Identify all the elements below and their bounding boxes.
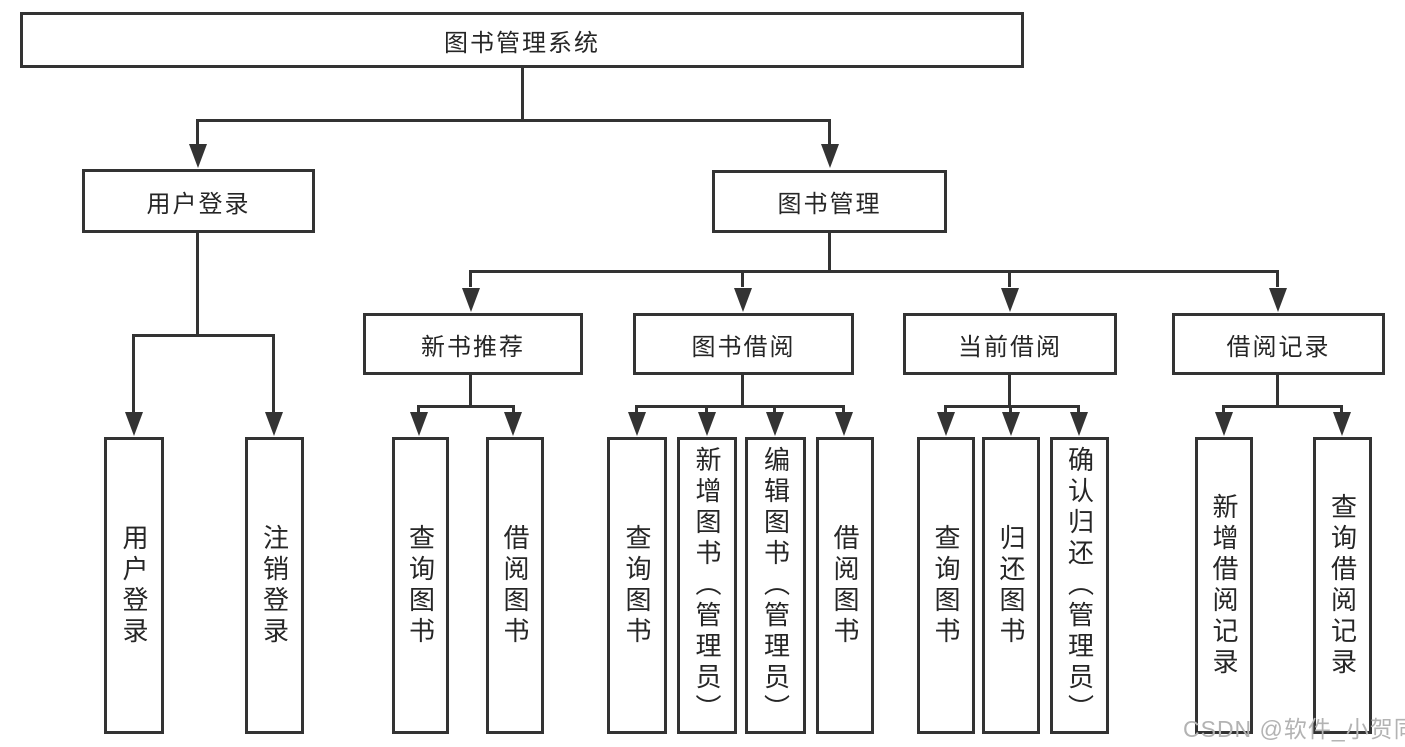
arrow-down-icon: [462, 288, 480, 312]
connector-line: [196, 119, 199, 147]
arrow-down-icon: [698, 412, 716, 436]
arrow-down-icon: [835, 412, 853, 436]
leaf-label: 确认归还（管理员）: [1064, 446, 1095, 725]
connector-line: [469, 270, 472, 287]
arrow-down-icon: [189, 144, 207, 168]
connector-line: [741, 270, 744, 287]
connector-line: [469, 270, 1279, 273]
node-borrow-records: 借阅记录: [1172, 313, 1385, 375]
connector-line: [417, 405, 420, 415]
leaf-label: 查询图书: [931, 523, 961, 648]
arrow-down-icon: [1269, 288, 1287, 312]
leaf-query-books-recommend: 查询图书: [392, 437, 449, 734]
connector-line: [944, 405, 1080, 408]
connector-line: [1077, 405, 1080, 415]
arrow-down-icon: [1333, 412, 1351, 436]
leaf-label: 查询借阅记录: [1327, 492, 1358, 679]
connector-line: [132, 334, 135, 414]
leaf-add-borrow-record: 新增借阅记录: [1195, 437, 1253, 734]
arrow-down-icon: [125, 412, 143, 436]
leaf-user-login: 用户登录: [104, 437, 164, 734]
connector-line: [521, 68, 524, 122]
arrow-down-icon: [265, 412, 283, 436]
leaf-label: 查询图书: [622, 523, 652, 648]
leaf-query-borrow-record: 查询借阅记录: [1313, 437, 1372, 734]
connector-line: [1276, 375, 1279, 408]
connector-line: [1340, 405, 1343, 415]
connector-line: [1276, 270, 1279, 287]
connector-line: [196, 119, 831, 122]
leaf-label: 查询图书: [405, 523, 436, 648]
arrow-down-icon: [410, 412, 428, 436]
connector-line: [1008, 375, 1011, 408]
node-book-borrow: 图书借阅: [633, 313, 854, 375]
leaf-query-books-current: 查询图书: [917, 437, 975, 734]
connector-line: [196, 233, 199, 337]
arrow-down-icon: [1070, 412, 1088, 436]
arrow-down-icon: [1002, 412, 1020, 436]
leaf-logout: 注销登录: [245, 437, 304, 734]
leaf-label: 编辑图书（管理员）: [760, 446, 791, 725]
connector-line: [1222, 405, 1225, 415]
arrow-down-icon: [766, 412, 784, 436]
connector-line: [469, 375, 472, 408]
connector-line: [773, 405, 776, 415]
node-user-login: 用户登录: [82, 169, 315, 233]
leaf-query-books-borrow: 查询图书: [607, 437, 667, 734]
connector-line: [272, 334, 275, 414]
connector-line: [512, 405, 515, 415]
arrow-down-icon: [628, 412, 646, 436]
leaf-add-book-admin: 新增图书（管理员）: [677, 437, 737, 734]
connector-line: [417, 405, 515, 408]
connector-line: [1009, 405, 1012, 415]
node-new-book-recommend: 新书推荐: [363, 313, 583, 375]
leaf-label: 新增图书（管理员）: [692, 446, 722, 725]
connector-line: [741, 375, 744, 408]
arrow-down-icon: [734, 288, 752, 312]
connector-line: [1008, 270, 1011, 287]
node-library-system: 图书管理系统: [20, 12, 1024, 68]
connector-line: [705, 405, 708, 415]
leaf-label: 借阅图书: [830, 523, 860, 648]
leaf-label: 新增借阅记录: [1209, 492, 1239, 679]
leaf-label: 借阅图书: [500, 523, 530, 648]
node-book-management: 图书管理: [712, 170, 947, 233]
leaf-edit-book-admin: 编辑图书（管理员）: [745, 437, 806, 734]
arrow-down-icon: [1215, 412, 1233, 436]
leaf-return-books: 归还图书: [982, 437, 1040, 734]
node-current-borrow: 当前借阅: [903, 313, 1117, 375]
connector-line: [842, 405, 845, 415]
csdn-watermark: CSDN @软件_小贺同学: [1183, 716, 1405, 742]
arrow-down-icon: [821, 144, 839, 168]
connector-line: [635, 405, 845, 408]
connector-line: [828, 233, 831, 273]
connector-line: [1222, 405, 1343, 408]
leaf-label: 归还图书: [996, 523, 1026, 648]
connector-line: [828, 119, 831, 147]
connector-line: [132, 334, 275, 337]
leaf-label: 用户登录: [119, 523, 149, 648]
arrow-down-icon: [937, 412, 955, 436]
connector-line: [635, 405, 638, 415]
arrow-down-icon: [504, 412, 522, 436]
leaf-borrow-books: 借阅图书: [816, 437, 874, 734]
leaf-borrow-books-recommend: 借阅图书: [486, 437, 544, 734]
connector-line: [944, 405, 947, 415]
arrow-down-icon: [1001, 288, 1019, 312]
leaf-label: 注销登录: [259, 523, 290, 648]
leaf-confirm-return-admin: 确认归还（管理员）: [1050, 437, 1109, 734]
